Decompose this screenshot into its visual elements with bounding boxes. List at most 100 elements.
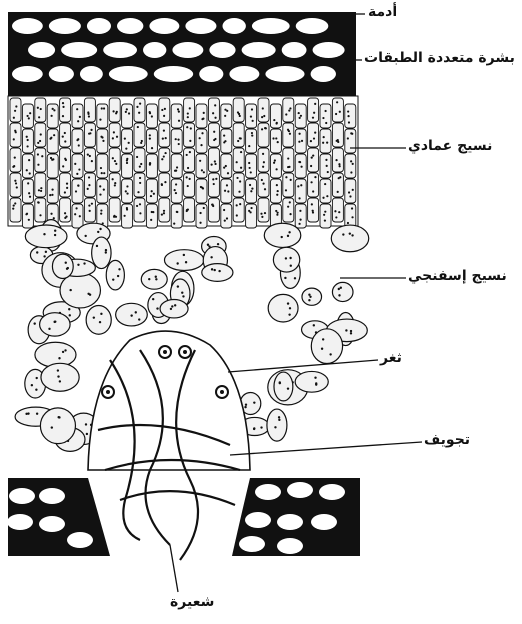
chloroplast xyxy=(100,136,102,138)
palisade-cell xyxy=(345,179,356,203)
chloroplast xyxy=(178,120,180,122)
chloroplast xyxy=(276,168,278,170)
chloroplast xyxy=(99,119,101,121)
chloroplast xyxy=(252,120,254,122)
spongy-cell xyxy=(141,269,167,289)
chloroplast xyxy=(352,189,354,191)
palisade-cell xyxy=(320,104,331,128)
chloroplast xyxy=(290,179,292,181)
leader-line xyxy=(170,545,178,592)
chloroplast xyxy=(215,178,217,180)
chloroplast xyxy=(238,191,240,193)
chloroplast xyxy=(213,183,215,185)
chloroplast xyxy=(298,197,300,199)
chloroplast xyxy=(99,321,101,323)
chloroplast xyxy=(78,144,80,146)
chloroplast xyxy=(50,137,52,139)
palisade-cell xyxy=(258,198,269,222)
palisade-cell xyxy=(196,179,207,203)
chloroplast xyxy=(87,293,89,295)
chloroplast xyxy=(112,137,114,139)
chloroplast xyxy=(105,251,107,253)
spongy-cell xyxy=(264,223,301,247)
chloroplast xyxy=(126,159,128,161)
chloroplast xyxy=(274,159,276,161)
chloroplast xyxy=(276,194,278,196)
chloroplast xyxy=(163,115,165,117)
epidermal-cell xyxy=(229,66,259,82)
chloroplast xyxy=(239,203,241,205)
palisade-cell xyxy=(233,173,244,197)
epidermal-cell xyxy=(185,18,216,34)
palisade-cell xyxy=(184,98,195,122)
chloroplast xyxy=(285,257,287,259)
palisade-cell xyxy=(270,154,281,178)
chloroplast xyxy=(50,213,52,215)
chloroplast xyxy=(262,153,264,155)
chloroplast xyxy=(102,140,104,142)
palisade-cell xyxy=(270,104,281,128)
palisade-cell xyxy=(84,123,95,147)
chloroplast xyxy=(329,353,331,355)
chloroplast xyxy=(238,113,240,115)
chloroplast xyxy=(260,213,262,215)
chloroplast xyxy=(217,243,219,245)
palisade-cell xyxy=(47,129,58,153)
chloroplast xyxy=(175,183,177,185)
upper-epidermis-layer xyxy=(8,12,356,96)
chloroplast xyxy=(240,151,242,153)
chloroplast xyxy=(311,157,313,159)
chloroplast xyxy=(91,203,93,205)
stoma-pore xyxy=(220,390,224,394)
chloroplast xyxy=(76,108,78,110)
epidermal-cell xyxy=(149,18,179,34)
chloroplast xyxy=(37,164,39,166)
palisade-cell xyxy=(10,148,21,172)
lower-epidermal-cell xyxy=(277,514,303,530)
palisade-cell xyxy=(22,154,33,178)
epidermal-cell xyxy=(61,42,97,58)
chloroplast xyxy=(164,181,166,183)
chloroplast xyxy=(288,166,290,168)
chloroplast xyxy=(334,210,336,212)
chloroplast xyxy=(314,377,316,379)
chloroplast xyxy=(178,143,180,145)
chloroplast xyxy=(185,261,187,263)
chloroplast xyxy=(224,140,226,142)
chloroplast xyxy=(90,129,92,131)
chloroplast xyxy=(338,163,340,165)
chloroplast xyxy=(138,112,140,114)
chloroplast xyxy=(116,136,118,138)
chloroplast xyxy=(149,138,151,140)
chloroplast xyxy=(187,167,189,169)
chloroplast xyxy=(289,133,291,135)
chloroplast xyxy=(40,133,42,135)
chloroplast xyxy=(36,251,38,253)
chloroplast xyxy=(236,177,238,179)
palisade-cell xyxy=(10,123,21,147)
chloroplast xyxy=(349,195,351,197)
chloroplast xyxy=(13,117,15,119)
chloroplast xyxy=(57,375,59,377)
stoma-pore xyxy=(183,350,187,354)
chloroplast xyxy=(326,142,328,144)
chloroplast xyxy=(251,188,253,190)
chloroplast xyxy=(26,169,28,171)
palisade-cell xyxy=(134,148,145,172)
chloroplast xyxy=(264,212,266,214)
palisade-cell xyxy=(146,129,157,153)
chloroplast xyxy=(325,159,327,161)
chloroplast xyxy=(239,180,241,182)
chloroplast xyxy=(27,182,29,184)
palisade-cell xyxy=(295,204,306,228)
chloroplast xyxy=(350,171,352,173)
palisade-cell xyxy=(134,98,145,122)
spongy-cell xyxy=(40,408,75,444)
chloroplast xyxy=(253,401,255,403)
chloroplast xyxy=(281,236,283,238)
palisade-cell xyxy=(10,173,21,197)
lower-epidermal-cell xyxy=(245,512,271,528)
chloroplast xyxy=(136,106,138,108)
chloroplast xyxy=(139,203,141,205)
chloroplast xyxy=(126,207,128,209)
